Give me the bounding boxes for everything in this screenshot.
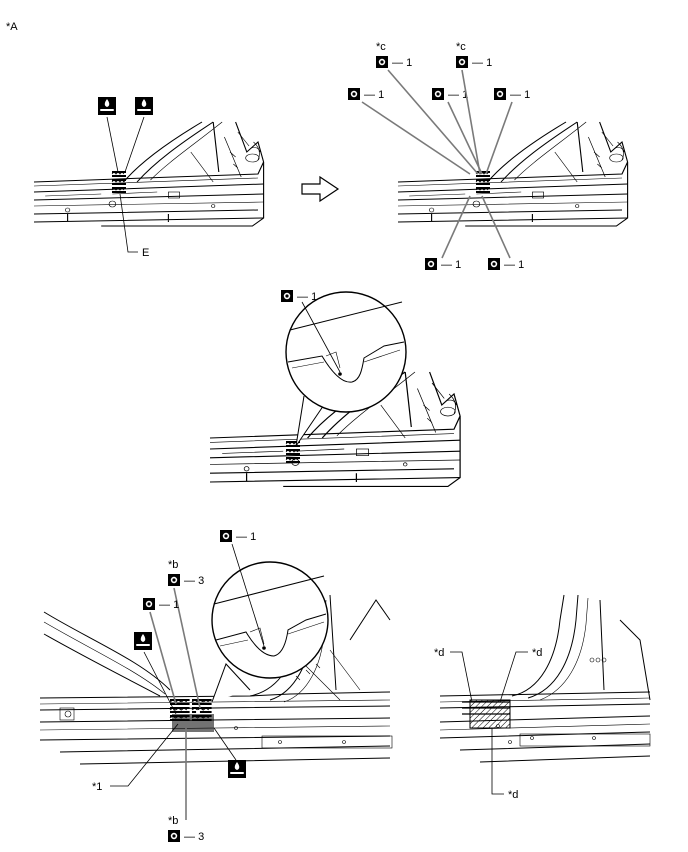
weld-count: — 1 [441, 259, 461, 271]
weld-bead-area [475, 171, 491, 193]
weld-count: — 1 [472, 57, 492, 69]
cut-area [172, 714, 214, 732]
detail-pointer [211, 663, 251, 703]
spot-weld-icon [494, 88, 506, 100]
spot-weld-icon [220, 530, 232, 542]
note-c: *c [456, 41, 466, 53]
leader-line [124, 116, 145, 173]
spot-weld-icon [168, 574, 180, 586]
right-arrow-icon [301, 175, 340, 203]
leader-line [450, 651, 473, 703]
note-b: *b [168, 815, 178, 827]
leader-line [173, 587, 201, 709]
note-c: *c [376, 41, 386, 53]
panel-cut-area: *d *d *d [434, 594, 651, 801]
leader-line [491, 728, 504, 795]
detail-notch-drawing [213, 575, 327, 657]
leader-line [301, 301, 341, 373]
weld-count: — 1 [159, 599, 179, 611]
body-sketch [439, 594, 651, 763]
weld-count: — 3 [184, 575, 204, 587]
detail-magnifier [211, 561, 329, 679]
weld-count: — 1 [236, 531, 256, 543]
detail-magnifier [285, 291, 407, 413]
detail-pointer [295, 395, 331, 447]
weld-count: — 1 [297, 291, 317, 303]
weld-count: — 1 [504, 259, 524, 271]
torch-icon [97, 96, 117, 116]
panel-weld-detail-bottom: — 1 *b — 3 — 1 *1 *b — 3 [39, 530, 393, 843]
leader-line [106, 116, 119, 173]
spot-weld-icon [348, 88, 360, 100]
view-e-label: E [142, 247, 149, 259]
spot-weld-icon [425, 258, 437, 270]
weld-bead-area [285, 441, 301, 463]
panel-weld-detail-middle: — 1 [209, 290, 461, 488]
spot-weld-icon [168, 830, 180, 842]
weld-count: — 1 [510, 89, 530, 101]
leader-line [143, 651, 177, 715]
panel-weld-locations: *c — 1 *c — 1 — 1 — 1 — 1 — 1 — 1 [348, 41, 629, 271]
note-b: *b [168, 559, 178, 571]
note-d: *d [532, 647, 542, 659]
leader-line [499, 651, 528, 703]
body-sketch [39, 594, 393, 765]
detail-notch-drawing [287, 301, 405, 383]
leader-line [213, 727, 237, 761]
leader-line [110, 723, 179, 787]
leader-line [231, 543, 265, 647]
torch-icon [134, 96, 154, 116]
spot-weld-icon [488, 258, 500, 270]
note-1: *1 [92, 781, 102, 793]
torch-icon [133, 631, 153, 651]
leader-line [119, 193, 138, 253]
note-d: *d [508, 789, 518, 801]
corner-label: *A [6, 21, 18, 33]
spot-weld-icon [281, 290, 293, 302]
spot-weld-icon [432, 88, 444, 100]
spot-weld-icon [143, 598, 155, 610]
leader-line [149, 611, 177, 705]
weld-count: — 1 [364, 89, 384, 101]
spot-weld-icon [376, 56, 388, 68]
weld-bead-area [111, 171, 127, 193]
torch-icon [227, 759, 247, 779]
weld-count: — 1 [448, 89, 468, 101]
note-d: *d [434, 647, 444, 659]
weld-count: — 1 [392, 57, 412, 69]
leader-lines [361, 69, 513, 259]
weld-count: — 3 [184, 831, 204, 843]
panel-before-removal: E [33, 96, 265, 259]
spot-weld-icon [456, 56, 468, 68]
